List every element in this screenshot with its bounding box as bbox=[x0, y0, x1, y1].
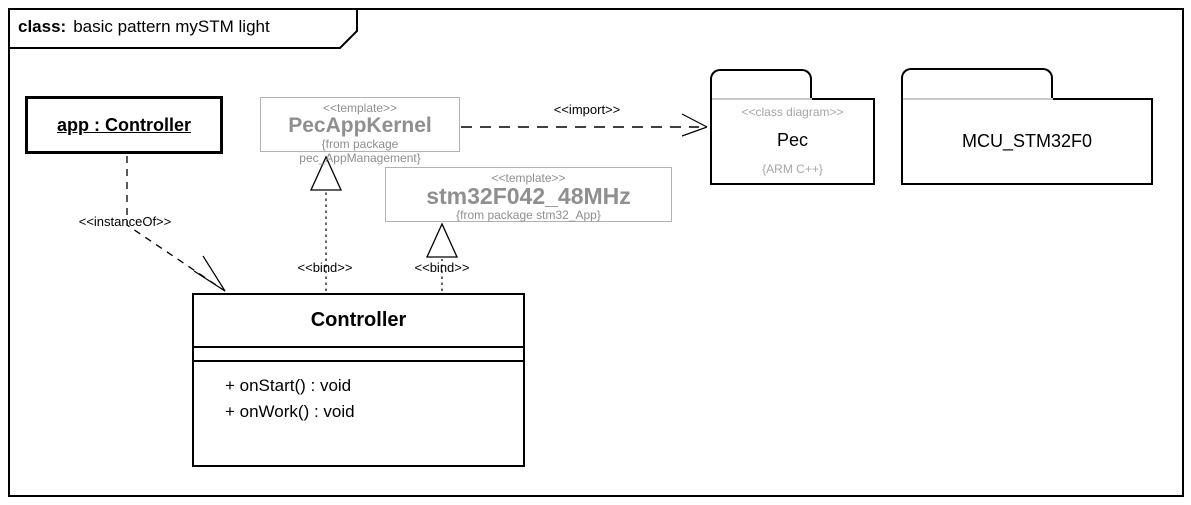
edge-label-instanceof: <<instanceOf>> bbox=[78, 214, 172, 229]
package-stereotype: <<class diagram>> bbox=[741, 105, 844, 119]
diagram-title: class: basic pattern mySTM light bbox=[18, 17, 348, 41]
diagram-name-label: basic pattern mySTM light bbox=[73, 17, 270, 36]
package-pec-tab bbox=[710, 69, 812, 98]
edge-label-bind-stm32: <<bind>> bbox=[414, 260, 470, 275]
template-name: PecAppKernel bbox=[288, 114, 432, 137]
edge-label-import: <<import>> bbox=[553, 102, 621, 117]
diagram-kind-label: class: bbox=[18, 17, 67, 36]
class-operation: + onWork() : void bbox=[225, 402, 355, 421]
package-name: MCU_STM32F0 bbox=[961, 131, 1093, 151]
class-node-controller[interactable]: Controller + onStart() : void + onWork()… bbox=[192, 293, 525, 467]
edge-label-bind-pec: <<bind>> bbox=[297, 260, 353, 275]
template-node-stm32f042[interactable]: <<template>> stm32F042_48MHz {from packa… bbox=[385, 167, 672, 222]
class-operations-compartment: + onStart() : void + onWork() : void bbox=[194, 362, 523, 425]
package-mcu-tab-divider bbox=[903, 98, 1053, 100]
object-node-label: app : Controller bbox=[57, 114, 191, 135]
package-tagged-value: {ARM C++} bbox=[762, 162, 823, 176]
package-pec-tab-divider bbox=[712, 98, 812, 100]
template-origin-package: {from package stm32_App} bbox=[456, 208, 601, 222]
package-node-pec[interactable]: <<class diagram>> Pec {ARM C++} bbox=[710, 98, 875, 185]
package-name: Pec bbox=[776, 130, 809, 150]
package-mcu-tab bbox=[901, 68, 1053, 98]
template-node-pecappkernel[interactable]: <<template>> PecAppKernel {from package … bbox=[260, 97, 460, 165]
class-name-compartment: Controller bbox=[194, 295, 523, 348]
diagram-frame bbox=[8, 8, 1184, 497]
object-node-app-controller[interactable]: app : Controller bbox=[25, 96, 223, 154]
template-origin-package: {from package pec_AppManagement} bbox=[299, 137, 421, 165]
template-name: stm32F042_48MHz bbox=[426, 183, 631, 209]
class-attributes-compartment bbox=[194, 348, 523, 362]
template-stereotype: <<template>> bbox=[491, 171, 566, 185]
package-node-mcu-stm32f0[interactable]: MCU_STM32F0 bbox=[901, 98, 1153, 185]
template-stereotype: <<template>> bbox=[322, 101, 398, 115]
class-operation: + onStart() : void bbox=[225, 376, 352, 395]
